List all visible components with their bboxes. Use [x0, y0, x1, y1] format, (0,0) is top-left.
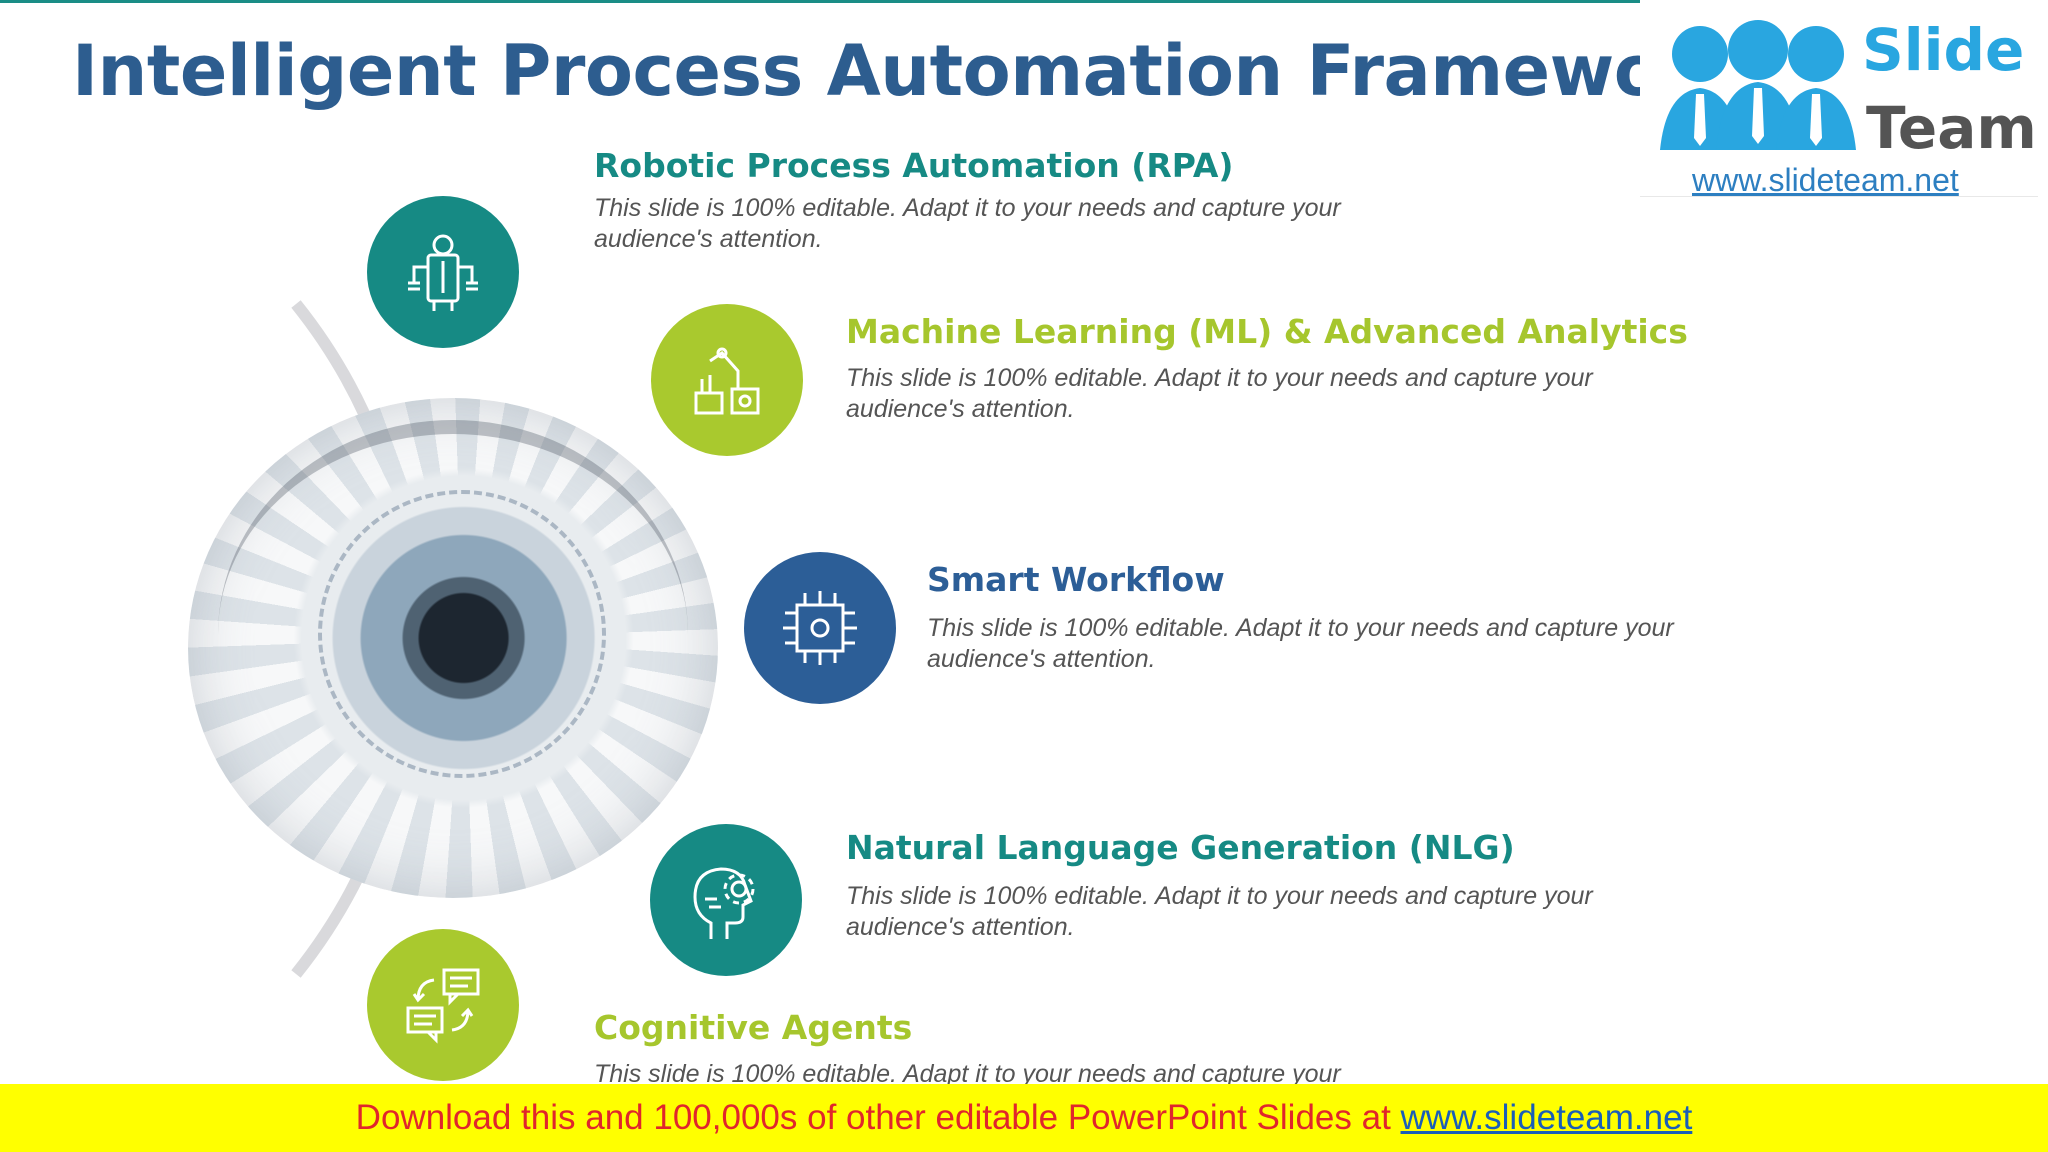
item-description: This slide is 100% editable. Adapt it to… — [846, 364, 1593, 423]
item-cognitive-agents: Cognitive Agents This slide is 100% edit… — [594, 1008, 1384, 1090]
slide-title: Intelligent Process Automation Framework — [72, 30, 1742, 112]
chip-icon — [783, 591, 857, 665]
item-heading: Cognitive Agents — [594, 1008, 913, 1047]
robotic-arm-icon — [694, 347, 760, 415]
top-accent-line — [0, 0, 1640, 3]
banner-text: Download this and 100,000s of other edit… — [355, 1098, 1401, 1137]
item-smart-workflow: Smart Workflow This slide is 100% editab… — [927, 560, 1717, 675]
item-heading: Natural Language Generation (NLG) — [846, 828, 1515, 867]
logo-word-slide: Slide — [1862, 16, 2025, 84]
item-description: This slide is 100% editable. Adapt it to… — [594, 1060, 1341, 1088]
slideteam-logo[interactable]: Slide Team www.slideteam.net — [1640, 0, 2038, 198]
cognitive-agents-node — [367, 929, 519, 1081]
people-icon — [1660, 20, 1856, 150]
logo-word-team: Team — [1866, 94, 2037, 162]
chat-exchange-icon — [406, 968, 480, 1044]
rpa-node — [367, 196, 519, 348]
item-heading: Robotic Process Automation (RPA) — [594, 146, 1234, 185]
ml-node — [651, 304, 803, 456]
nlg-node — [650, 824, 802, 976]
item-description: This slide is 100% editable. Adapt it to… — [846, 882, 1593, 941]
logo-url-link[interactable]: www.slideteam.net — [1692, 162, 1959, 198]
banner-url-link[interactable]: www.slideteam.net — [1400, 1098, 1693, 1137]
item-nlg: Natural Language Generation (NLG) This s… — [846, 828, 1636, 943]
download-banner: Download this and 100,000s of other edit… — [0, 1084, 2048, 1152]
item-description: This slide is 100% editable. Adapt it to… — [594, 194, 1341, 253]
item-heading: Machine Learning (ML) & Advanced Analyti… — [846, 312, 1688, 351]
item-rpa: Robotic Process Automation (RPA) This sl… — [594, 146, 1384, 255]
robot-icon — [408, 234, 478, 311]
item-ml: Machine Learning (ML) & Advanced Analyti… — [846, 312, 1688, 425]
head-gear-icon — [693, 867, 755, 939]
smart-workflow-node — [744, 552, 896, 704]
item-description: This slide is 100% editable. Adapt it to… — [927, 614, 1674, 673]
item-heading: Smart Workflow — [927, 560, 1225, 599]
